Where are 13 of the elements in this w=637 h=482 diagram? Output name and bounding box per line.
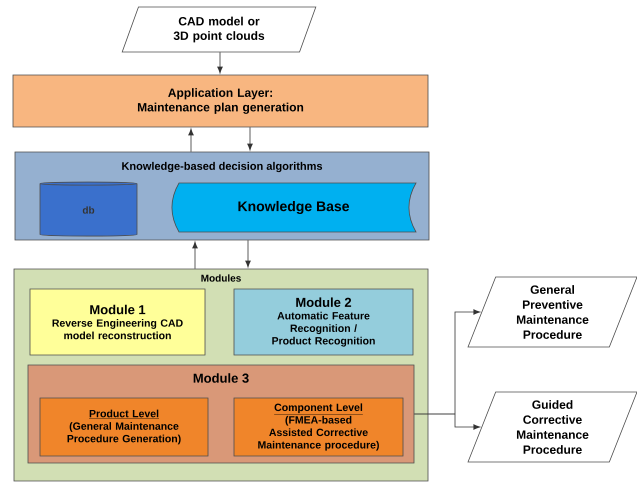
layer-box: Application Layer: Maintenance plan generation [12,74,428,128]
module-box: Module 1 Reverse Engineering CAD model reconstruction [30,288,206,356]
arrow [245,240,251,268]
module-box: Module 2 Automatic Feature Recognition / Product Recognition [234,288,414,356]
level-box: Component Level (FMEA-based Assisted Corrective Maintenance procedure) [234,398,404,456]
arrow [217,52,223,74]
input-parallelogram: CAD model or 3D point clouds [122,6,316,52]
level-box: Product Level (General Maintenance Procedure Generation) [40,398,208,456]
arrow [188,128,194,152]
arrow [247,127,253,150]
database-cylinder: db [40,182,138,236]
arrow [192,242,198,269]
arrow [414,414,480,430]
